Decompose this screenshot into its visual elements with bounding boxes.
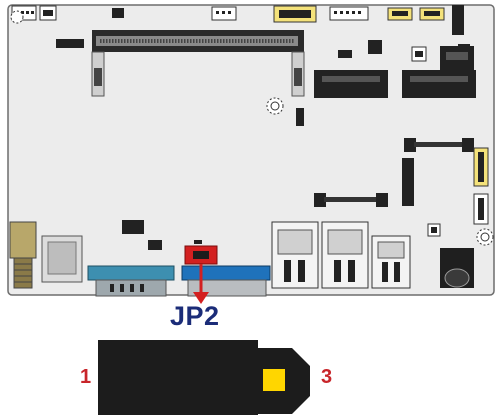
header-top-right-dark — [452, 5, 464, 35]
mounting-hole-icon — [10, 10, 24, 24]
pcie-bar-bottom — [314, 193, 388, 207]
header-mid-small-1 — [411, 46, 427, 62]
small-chip-top — [112, 8, 124, 18]
arrow-down-icon — [193, 264, 209, 304]
chip-lower-1 — [122, 220, 144, 234]
pcie-mini-slot-2 — [402, 70, 476, 98]
pin-3-label: 3 — [321, 366, 333, 388]
header-mid-vertical-small — [296, 108, 304, 126]
mounting-hole-icon — [476, 228, 494, 246]
chip-mid — [338, 50, 352, 58]
jp2-jumper-on-board — [184, 240, 218, 265]
pin3-pad — [263, 369, 285, 391]
top-headers — [11, 5, 470, 58]
usb-stack-1 — [271, 221, 319, 289]
usb-stack-2 — [321, 221, 369, 289]
header-left-2x8 — [56, 39, 84, 48]
chip-small-mid — [368, 40, 382, 54]
header-top-3pin — [211, 6, 237, 21]
header-vertical-white — [473, 193, 489, 225]
serial-connector — [87, 265, 175, 297]
pin-1-label: 1 — [80, 366, 92, 388]
chip-near-usb-inner — [431, 227, 437, 233]
sodimm-slot — [91, 30, 305, 97]
jp2-enlarged-view — [98, 340, 310, 415]
dc-jack-left — [9, 221, 37, 289]
vga-connector — [181, 265, 271, 297]
dvi-connector-left — [41, 235, 83, 283]
header-top-yellow-2 — [419, 7, 445, 21]
jumper-label: JP2 — [170, 301, 220, 331]
header-top-5pin — [329, 6, 369, 21]
header-top-yellow-1 — [387, 7, 413, 21]
chip-lower-2 — [148, 240, 162, 250]
audio-jack — [440, 248, 474, 288]
mounting-hole-icon — [266, 97, 284, 115]
sata-connector — [440, 46, 474, 70]
connector-top-lvds — [273, 5, 317, 23]
header-vertical-yellow — [473, 147, 489, 187]
pcie-mini-slot-1 — [314, 70, 388, 98]
pcie-bar-top — [404, 138, 474, 152]
header-top-left-2 — [39, 5, 57, 21]
usb-stack-3 — [371, 235, 411, 289]
header-vertical-1 — [402, 158, 414, 206]
